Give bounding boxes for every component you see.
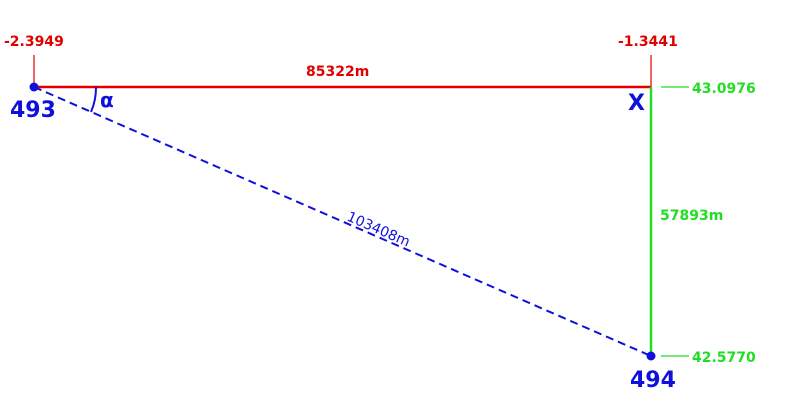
vertical-distance-label: 57893m <box>660 208 723 224</box>
start-longitude-label: -2.3949 <box>4 34 64 50</box>
angle-label: α <box>100 88 114 112</box>
horizontal-distance-label: 85322m <box>306 64 369 80</box>
hypotenuse-distance-label: 103408m <box>344 209 412 251</box>
end-point-marker <box>646 351 656 361</box>
end-latitude-label: 42.5770 <box>692 350 756 366</box>
corner-longitude-label: -1.3441 <box>618 34 678 50</box>
end-point-label: 494 <box>630 368 676 393</box>
start-point-label: 493 <box>10 98 56 123</box>
corner-point-label: X <box>628 91 645 116</box>
corner-latitude-label: 43.0976 <box>692 81 756 97</box>
angle-arc <box>90 86 98 113</box>
start-point-marker <box>29 82 39 92</box>
hypotenuse-line <box>33 86 652 357</box>
